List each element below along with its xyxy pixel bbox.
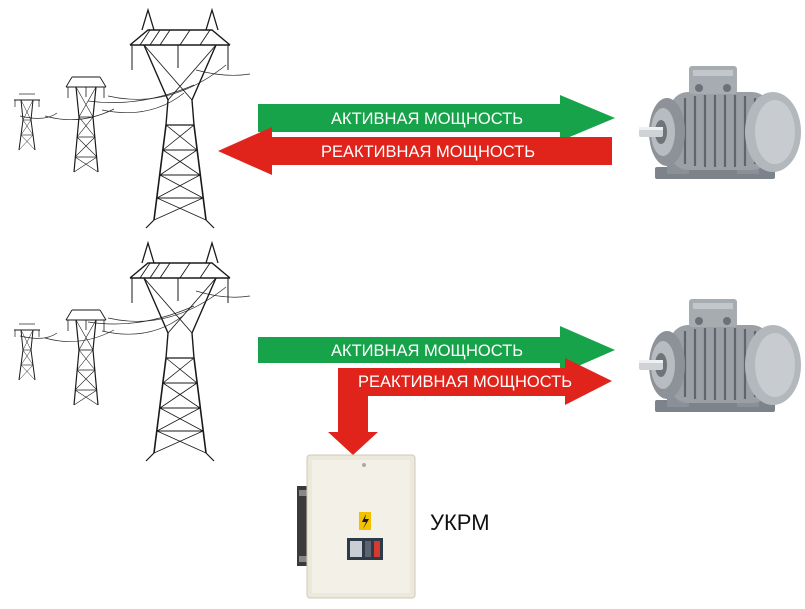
electrical-cabinet-icon bbox=[297, 454, 416, 599]
bottom-reactive-power-arrow: РЕАКТИВНАЯ МОЩНОСТЬ bbox=[328, 358, 612, 455]
reactive-power-label: РЕАКТИВНАЯ МОЩНОСТЬ bbox=[321, 143, 535, 161]
bottom-active-power-arrow: АКТИВНАЯ МОЩНОСТЬ bbox=[258, 326, 615, 374]
reactive-power-label: РЕАКТИВНАЯ МОЩНОСТЬ bbox=[358, 373, 572, 391]
electric-motor-icon bbox=[637, 64, 803, 181]
bottom-power-line bbox=[13, 242, 251, 462]
compensator-label: УКРМ bbox=[430, 510, 490, 535]
top-power-line bbox=[13, 9, 251, 229]
electric-motor-icon bbox=[637, 297, 803, 414]
top-reactive-power-arrow: РЕАКТИВНАЯ МОЩНОСТЬ bbox=[218, 127, 612, 175]
active-power-label: АКТИВНАЯ МОЩНОСТЬ bbox=[331, 342, 523, 360]
transmission-tower-icon bbox=[129, 9, 231, 229]
lightning-warning-icon bbox=[359, 512, 371, 530]
transmission-tower-icon bbox=[129, 242, 231, 462]
transmission-tower-icon bbox=[65, 76, 107, 173]
top-active-power-arrow: АКТИВНАЯ МОЩНОСТЬ bbox=[258, 95, 615, 141]
transmission-tower-icon bbox=[13, 93, 41, 151]
transmission-tower-icon bbox=[13, 323, 41, 381]
transmission-tower-icon bbox=[65, 309, 107, 406]
active-power-label: АКТИВНАЯ МОЩНОСТЬ bbox=[331, 110, 523, 128]
